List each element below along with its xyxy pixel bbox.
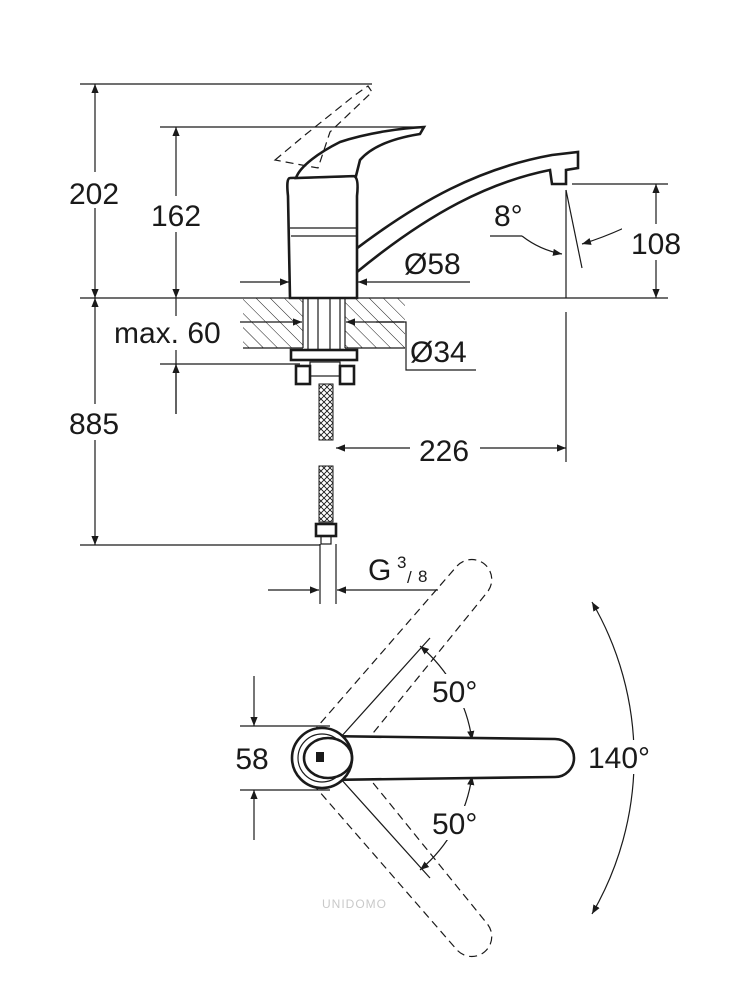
countertop: [80, 297, 668, 349]
dim-outlet-height: 108: [572, 183, 688, 298]
dim-hole-diameter: Ø34: [376, 321, 476, 371]
faucet-body: [273, 85, 580, 604]
label-hole-diameter: Ø34: [410, 336, 467, 369]
label-max-thickness: max. 60: [114, 317, 221, 350]
label-swivel-left: 50°: [432, 676, 477, 709]
label-hose-length: 885: [69, 408, 119, 441]
dim-outlet-angle: 8°: [490, 189, 625, 298]
label-reach: 226: [419, 435, 469, 468]
dim-thread: G 3 / 8: [268, 553, 438, 594]
thread-slash: /: [407, 568, 412, 587]
dim-spout-height: 162: [140, 126, 420, 298]
watermark-text: UNIDOMO: [322, 897, 387, 911]
label-thread-denominator: 8: [418, 567, 427, 586]
dim-total-height: 202: [58, 83, 372, 298]
dim-base-diameter: Ø58: [240, 248, 470, 286]
top-view: 58 50° 50° 140°: [235, 558, 668, 958]
label-spout-height: 162: [151, 200, 201, 233]
label-thread-prefix: G: [368, 554, 391, 587]
label-swivel-right: 50°: [432, 808, 477, 841]
dim-reach: 226: [336, 312, 567, 468]
label-swivel-total: 140°: [588, 742, 650, 775]
label-top-width: 58: [235, 743, 268, 776]
label-outlet-height: 108: [631, 228, 681, 261]
label-outlet-angle: 8°: [494, 200, 523, 233]
dim-max-thickness: max. 60: [110, 298, 404, 414]
side-view: 202 162 Ø58 8° 108: [58, 83, 688, 604]
label-thread-numerator: 3: [397, 553, 406, 572]
label-total-height: 202: [69, 178, 119, 211]
dim-top-width: 58: [235, 676, 330, 840]
dim-hose-length: 885: [58, 298, 320, 546]
label-base-diameter: Ø58: [404, 248, 461, 281]
